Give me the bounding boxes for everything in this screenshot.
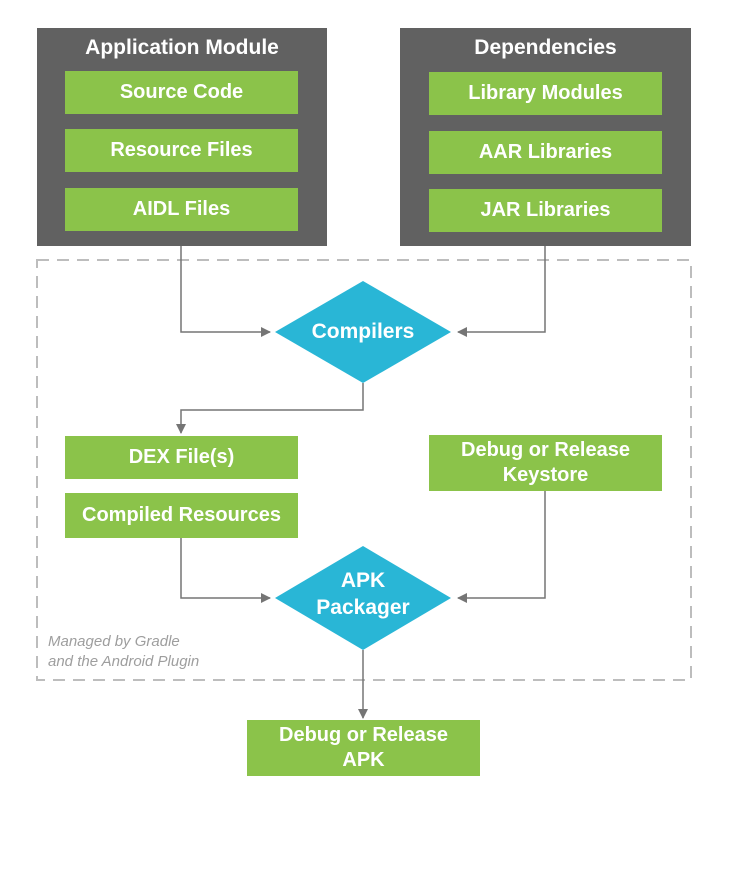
arrow-compiled-resources-to-packager bbox=[180, 538, 271, 603]
compiled-resources-box: Compiled Resources bbox=[65, 493, 298, 538]
jar-libraries-box: JAR Libraries bbox=[429, 189, 662, 232]
arrow-dependencies-to-compilers bbox=[457, 246, 546, 337]
application-module-title: Application Module bbox=[85, 36, 279, 59]
compilers-label: Compilers bbox=[311, 320, 415, 343]
arrow-app-module-to-compilers bbox=[180, 246, 271, 337]
managed-region-border bbox=[36, 259, 692, 681]
dependencies-title: Dependencies bbox=[474, 36, 617, 59]
compilers-diamond bbox=[275, 281, 451, 383]
apk-packager-label: APK Packager bbox=[316, 569, 410, 619]
managed-by-gradle-note: Managed by Gradle and the Android Plugin bbox=[48, 633, 200, 670]
dex-files-box: DEX File(s) bbox=[65, 436, 298, 479]
arrow-keystore-to-packager bbox=[457, 491, 546, 603]
keystore-box: Debug or Release Keystore bbox=[429, 435, 662, 491]
aar-libraries-box: AAR Libraries bbox=[429, 131, 662, 174]
apk-packager-diamond bbox=[275, 546, 451, 650]
library-modules-box: Library Modules bbox=[429, 72, 662, 115]
source-code-box: Source Code bbox=[65, 71, 298, 114]
aidl-files-box: AIDL Files bbox=[65, 188, 298, 231]
final-apk-box: Debug or Release APK bbox=[247, 720, 480, 776]
resource-files-box: Resource Files bbox=[65, 129, 298, 172]
arrow-compilers-to-dex bbox=[176, 383, 364, 434]
